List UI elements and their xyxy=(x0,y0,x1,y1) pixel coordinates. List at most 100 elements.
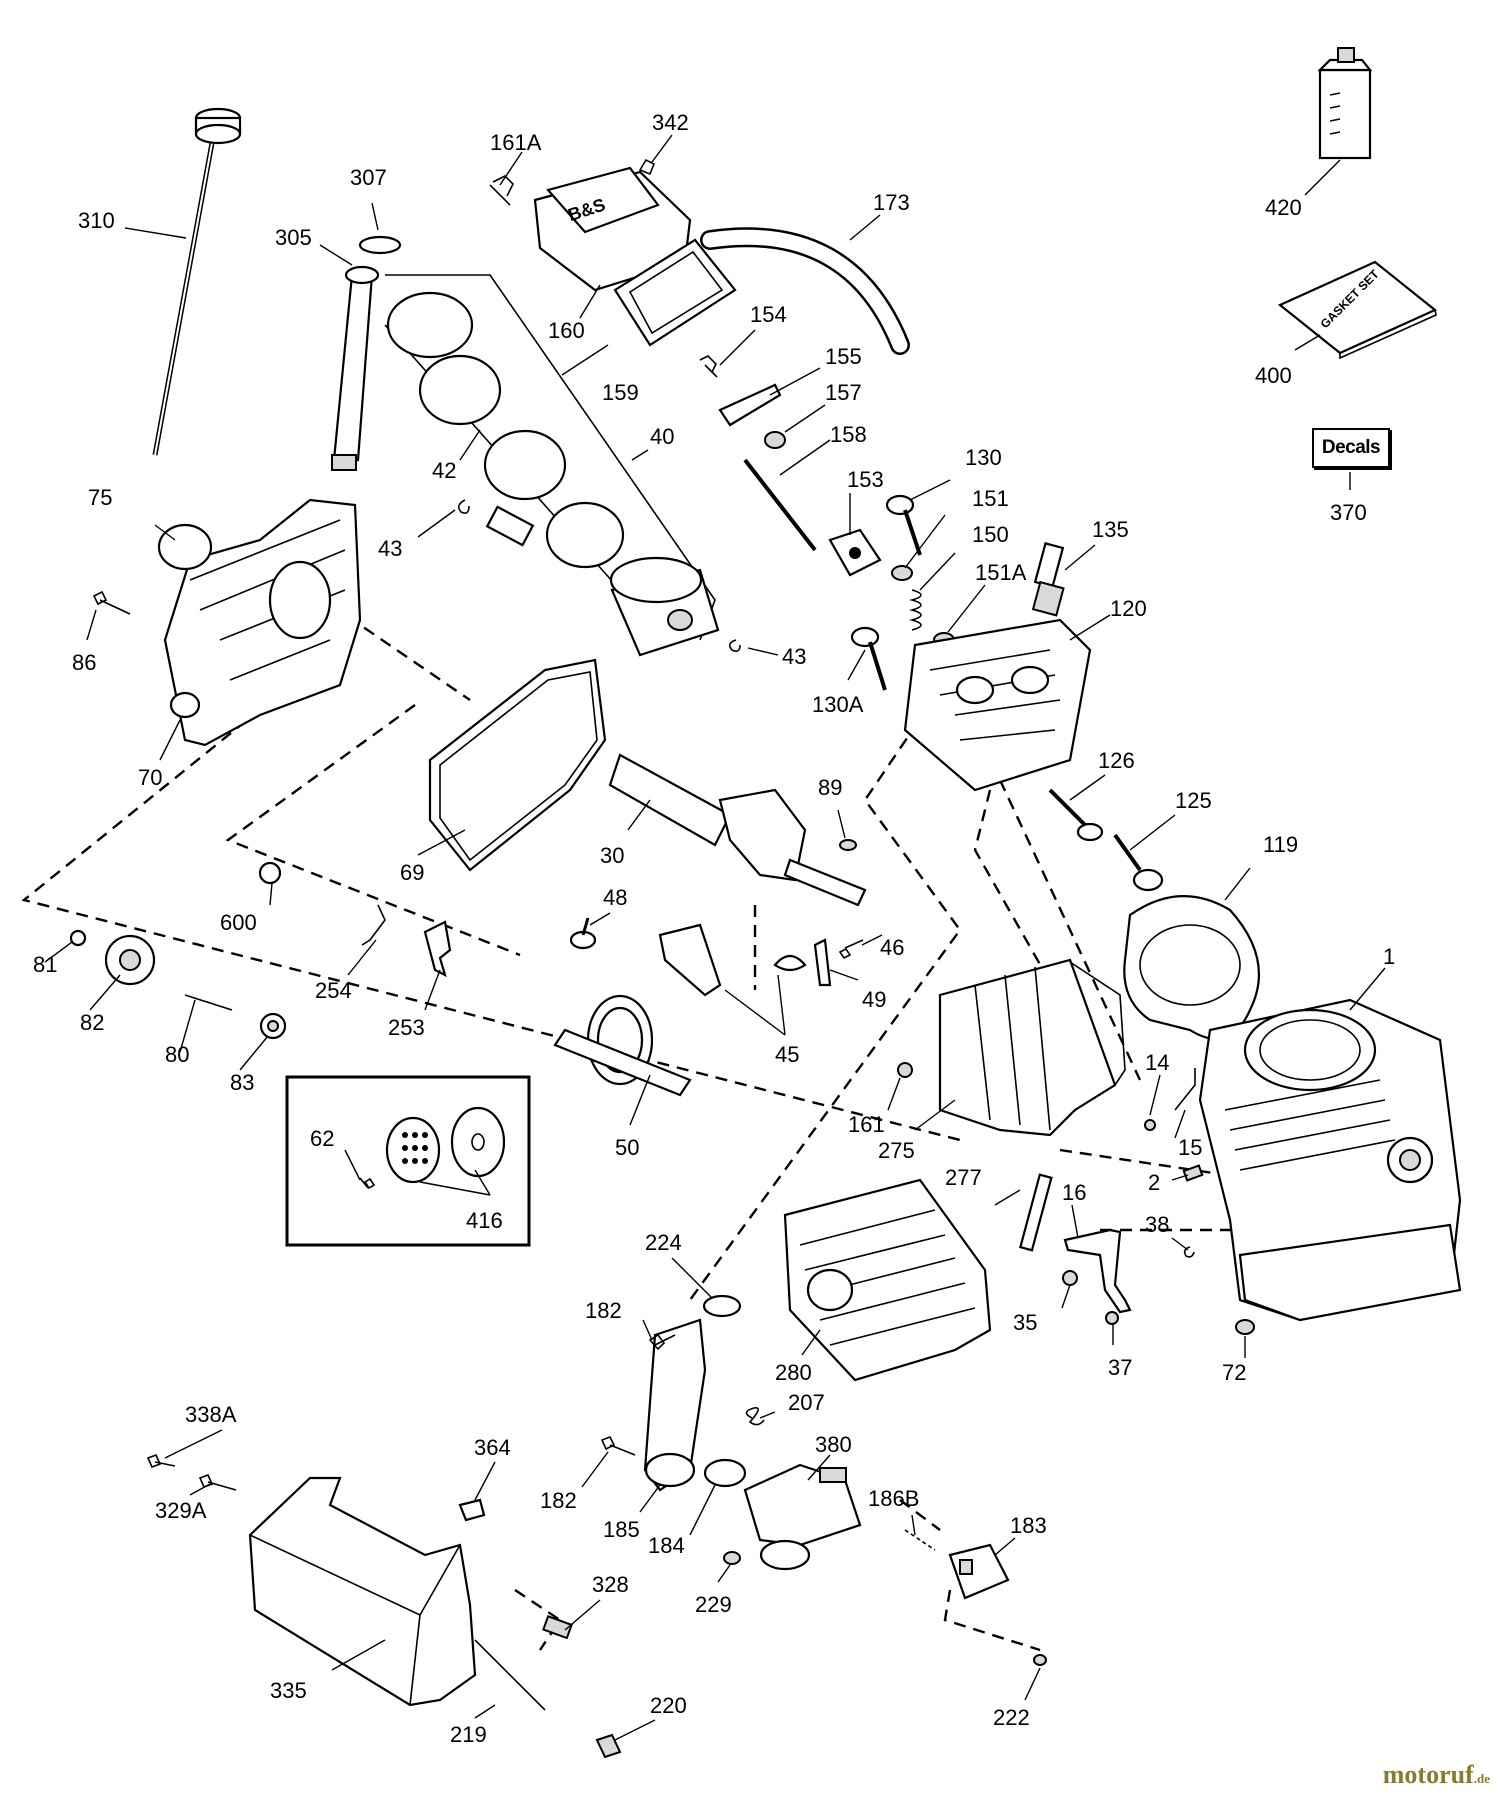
valve-130 xyxy=(885,494,922,556)
label-50: 50 xyxy=(615,1135,639,1160)
nut-229 xyxy=(723,1551,741,1565)
head-gasket-119 xyxy=(1123,895,1261,1040)
label-125: 125 xyxy=(1175,788,1212,813)
label-277: 277 xyxy=(945,1165,982,1190)
valve-126 xyxy=(1048,788,1104,842)
label-75: 75 xyxy=(88,485,112,510)
label-86: 86 xyxy=(72,650,96,675)
link-254 xyxy=(361,904,386,946)
crankcase-cover-70 xyxy=(163,498,362,747)
label-335: 335 xyxy=(270,1678,307,1703)
label-338A: 338A xyxy=(185,1402,237,1427)
label-35: 35 xyxy=(1013,1310,1037,1335)
label-81: 81 xyxy=(33,952,57,977)
label-83: 83 xyxy=(230,1070,254,1095)
label-135: 135 xyxy=(1092,517,1129,542)
dipstick-tube-305 xyxy=(331,265,380,471)
label-40: 40 xyxy=(650,424,674,449)
label-370: 370 xyxy=(1330,500,1367,525)
label-420: 420 xyxy=(1265,195,1302,220)
plug-72 xyxy=(1235,1319,1255,1335)
connecting-rod-48 xyxy=(569,917,597,950)
label-305: 305 xyxy=(275,225,312,250)
nut-157 xyxy=(764,431,786,449)
key-89 xyxy=(839,839,857,851)
label-328: 328 xyxy=(592,1572,629,1597)
screw-62 xyxy=(359,1177,376,1190)
retainer-151 xyxy=(891,565,913,581)
valve-cover-160: B&S xyxy=(533,166,692,292)
label-185: 185 xyxy=(603,1517,640,1542)
label-126: 126 xyxy=(1098,748,1135,773)
label-416: 416 xyxy=(466,1208,503,1233)
watermark-logo: motoruf.de xyxy=(1383,1760,1490,1790)
label-224: 224 xyxy=(645,1230,682,1255)
camshaft-50 xyxy=(553,994,692,1097)
screw-338A xyxy=(146,1453,176,1469)
label-82: 82 xyxy=(80,1010,104,1035)
screen-416 xyxy=(385,1106,506,1184)
label-72: 72 xyxy=(1222,1360,1246,1385)
spring-150 xyxy=(909,589,922,631)
label-80: 80 xyxy=(165,1042,189,1067)
label-186B: 186B xyxy=(868,1486,919,1511)
connector-328 xyxy=(542,1615,573,1640)
bolt-182-a xyxy=(648,1333,676,1351)
watermark-name: motoruf xyxy=(1382,1760,1474,1789)
pushrod-158 xyxy=(743,458,817,552)
label-14: 14 xyxy=(1145,1050,1169,1075)
label-159: 159 xyxy=(602,380,639,405)
label-364: 364 xyxy=(474,1435,511,1460)
label-130: 130 xyxy=(965,445,1002,470)
piston-ring-set-40 xyxy=(384,274,716,641)
label-182-b: 182 xyxy=(540,1488,577,1513)
label-43-a: 43 xyxy=(378,536,402,561)
label-153: 153 xyxy=(847,467,884,492)
valve-125 xyxy=(1113,833,1164,892)
label-161: 161 xyxy=(848,1112,885,1137)
label-184: 184 xyxy=(648,1533,685,1558)
label-69: 69 xyxy=(400,860,424,885)
label-2: 2 xyxy=(1148,1170,1160,1195)
gasket-set-400: GASKET SET xyxy=(1277,260,1438,360)
label-155: 155 xyxy=(825,344,862,369)
label-220: 220 xyxy=(650,1693,687,1718)
decals-box: Decals xyxy=(1312,428,1390,468)
screw-222 xyxy=(1033,1654,1047,1666)
camshaft-follower xyxy=(658,923,722,997)
label-219: 219 xyxy=(450,1722,487,1747)
lead-219 xyxy=(474,1639,546,1711)
label-119: 119 xyxy=(1263,832,1298,857)
label-151A: 151A xyxy=(975,560,1027,585)
shaft-80 xyxy=(184,994,233,1011)
label-70: 70 xyxy=(138,765,162,790)
piston xyxy=(609,556,720,657)
bolt-342 xyxy=(638,158,656,176)
bolt-86 xyxy=(92,590,131,615)
label-329A: 329A xyxy=(155,1498,207,1523)
clip-43-b xyxy=(728,639,741,652)
cylinder-head-120 xyxy=(903,618,1092,792)
bolt-161A xyxy=(489,175,514,206)
label-49: 49 xyxy=(862,987,886,1012)
shroud-335 xyxy=(248,1476,477,1707)
label-38: 38 xyxy=(1145,1212,1169,1237)
leader-lines xyxy=(44,134,1386,1741)
gasket-184 xyxy=(703,1458,747,1488)
label-253: 253 xyxy=(388,1015,425,1040)
seal-75 xyxy=(157,523,213,571)
label-1: 1 xyxy=(1383,944,1395,969)
label-15: 15 xyxy=(1178,1135,1202,1160)
screw-161 xyxy=(897,1062,913,1078)
muffler-275 xyxy=(938,958,1126,1137)
label-275: 275 xyxy=(878,1138,915,1163)
label-42: 42 xyxy=(432,458,456,483)
label-158: 158 xyxy=(830,422,867,447)
valve-130A xyxy=(850,626,887,691)
muffler-guard-280 xyxy=(783,1178,992,1382)
intake-manifold-185 xyxy=(643,1318,707,1492)
label-45: 45 xyxy=(775,1042,799,1067)
gear-82 xyxy=(104,934,156,986)
label-46: 46 xyxy=(880,935,904,960)
